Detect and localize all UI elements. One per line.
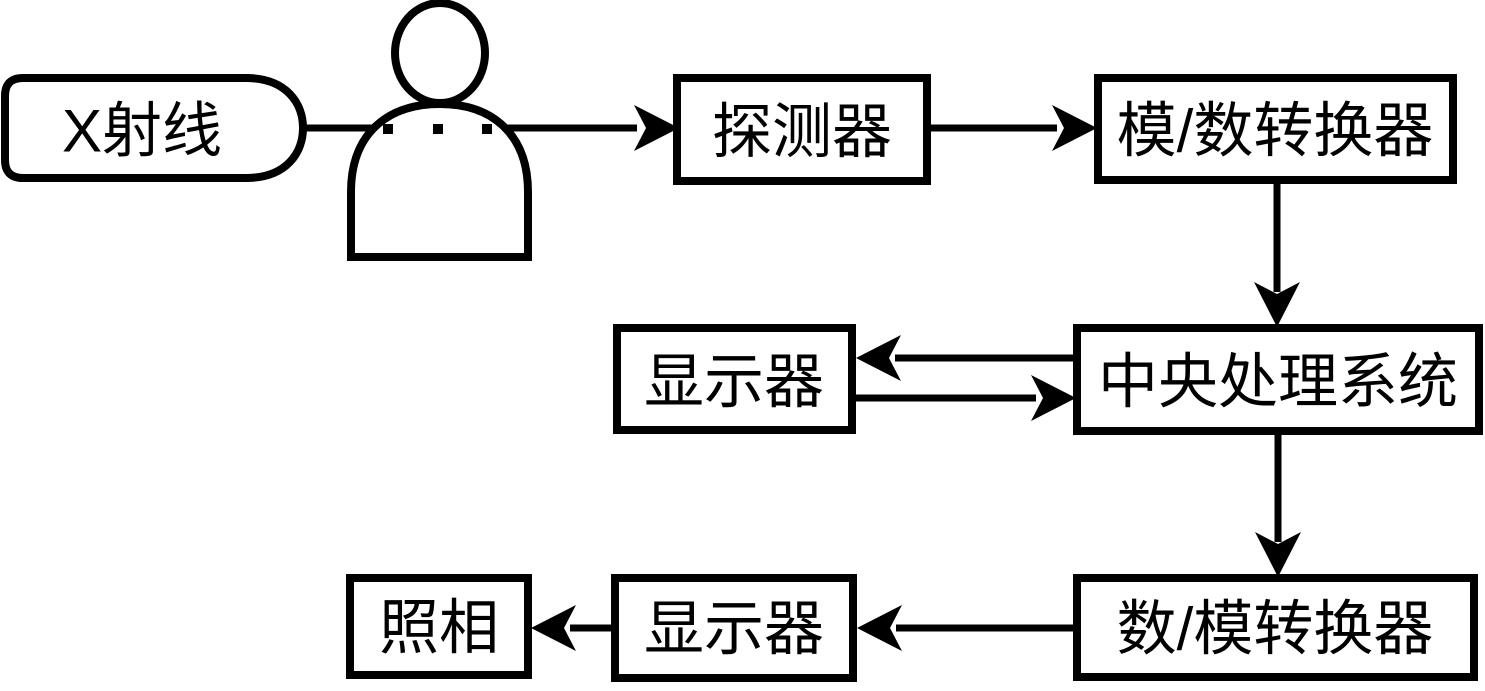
arrowhead-into-detector [634, 105, 679, 151]
display-main-node: 显示器 [613, 324, 856, 434]
edge-detector-to-adc [927, 105, 1097, 151]
xray-source-node: X射线 [1, 74, 308, 182]
detector-shape [673, 74, 931, 185]
edge-adc-to-cpu [1254, 180, 1300, 327]
arrowhead-into-photo [531, 605, 576, 651]
person-chest-dot-left [383, 124, 393, 134]
dac-node: 数/模转换器 [1073, 574, 1478, 681]
display-main-label: 显示器 [644, 349, 824, 416]
arrowhead-into-cpu-left [1031, 375, 1076, 421]
person-head-shape [391, 0, 489, 107]
edge-cpu-to-display-main [856, 335, 1077, 381]
detector-node: 探测器 [673, 74, 931, 185]
person-chest-dot-middle [433, 124, 443, 134]
photo-shape [346, 574, 532, 679]
display-photo-shape [611, 574, 857, 682]
xray-source-shape [1, 74, 308, 182]
edge-dac-to-display-photo [857, 605, 1077, 651]
arrowhead-into-display-main [856, 335, 901, 381]
person-chest-dot-right [482, 124, 492, 134]
adc-shape [1094, 74, 1457, 184]
photo-label: 照相 [379, 595, 499, 662]
cpu-node: 中央处理系统 [1073, 324, 1483, 435]
arrowhead-into-adc [1052, 105, 1097, 151]
display-photo-node: 显示器 [611, 574, 857, 682]
display-main-shape [613, 324, 856, 434]
detector-label: 探测器 [712, 99, 892, 166]
display-photo-label: 显示器 [644, 596, 824, 663]
adc-node: 模/数转换器 [1094, 74, 1457, 184]
photo-node: 照相 [346, 574, 532, 679]
edge-display-main-to-cpu [852, 375, 1076, 421]
arrowhead-into-dac-top [1255, 532, 1301, 577]
xray-source-label: X射线 [62, 98, 222, 165]
cpu-label: 中央处理系统 [1098, 349, 1458, 416]
arrowhead-into-display-photo [857, 605, 902, 651]
arrowhead-into-cpu-top [1254, 282, 1300, 327]
edge-cpu-to-dac [1255, 431, 1301, 577]
edge-display-photo-to-photo [531, 605, 615, 651]
dac-label: 数/模转换器 [1117, 596, 1434, 663]
adc-label: 模/数转换器 [1117, 98, 1434, 165]
patient-person-icon [347, 0, 532, 261]
